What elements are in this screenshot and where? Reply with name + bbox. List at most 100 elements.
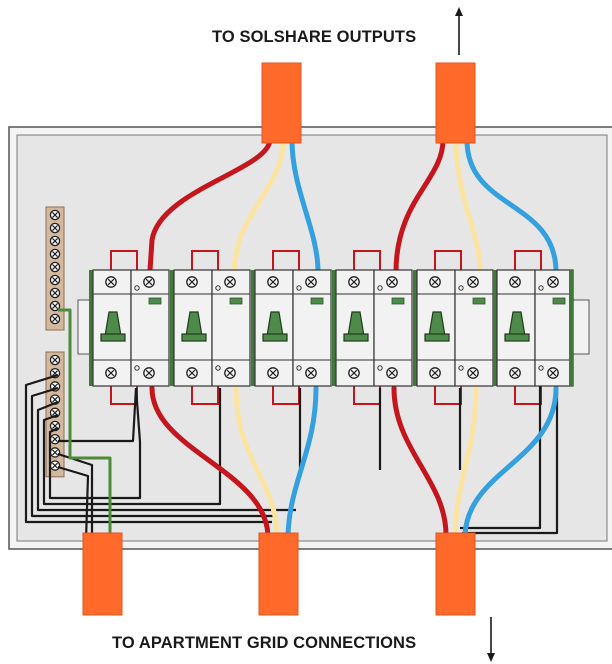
green-earth-wire [58, 308, 112, 540]
breaker-5 [413, 269, 494, 387]
screw-icon [105, 276, 117, 288]
terminal-bar-upper [45, 206, 65, 331]
breaker-pole-right [211, 269, 251, 387]
up-arrow-icon [455, 7, 463, 55]
din-separator [569, 270, 573, 386]
screw-icon [348, 367, 360, 379]
indicator-dot [215, 365, 221, 371]
breaker-2 [170, 269, 251, 387]
din-separator [89, 270, 95, 386]
screw-icon [224, 276, 236, 288]
black-wire [57, 465, 90, 541]
down-arrow-icon [487, 617, 495, 662]
top-jumper-loop [272, 250, 300, 272]
indicator-dot [134, 285, 140, 291]
indicator-dot [215, 285, 221, 291]
screw-icon [267, 367, 279, 379]
din-separator [493, 270, 499, 386]
colored-wire [149, 385, 271, 538]
toggle-base [424, 333, 450, 342]
screw-icon [49, 460, 61, 471]
breaker-pole-right [454, 269, 494, 387]
right-output-conduit [435, 62, 476, 144]
black-earth-wiring [24, 308, 559, 541]
screw-icon [49, 274, 61, 286]
screw-icon [467, 276, 479, 288]
din-separator [413, 270, 419, 386]
indicator-dot [134, 365, 140, 371]
phase-wiring [147, 137, 559, 538]
breaker-pole-right [292, 269, 332, 387]
colored-wire [464, 137, 559, 275]
screw-icon [105, 367, 117, 379]
screw-icon [143, 276, 155, 288]
earth-grid-conduit [82, 532, 123, 616]
colored-wire [233, 385, 280, 538]
black-wire [42, 388, 222, 506]
colored-wire [147, 137, 273, 273]
top-jumper-loop [514, 250, 542, 272]
screw-icon [186, 276, 198, 288]
screw-icon [49, 300, 61, 312]
indicator-dot [458, 365, 464, 371]
screw-icon [49, 433, 61, 445]
indicator-dot [458, 285, 464, 291]
screw-icon [49, 447, 61, 458]
black-wire [24, 373, 272, 524]
colored-wire [391, 385, 449, 538]
screw-icon [305, 367, 317, 379]
top-jumper-loop [353, 250, 381, 272]
screw-icon [467, 367, 479, 379]
status-tab [552, 297, 566, 305]
breaker-6 [493, 269, 574, 387]
indicator-dot [296, 285, 302, 291]
breaker-pole-right [373, 269, 413, 387]
terminal-bar-lower [45, 351, 65, 478]
screw-icon [49, 354, 61, 366]
screw-icon [348, 276, 360, 288]
screw-icon [547, 367, 559, 379]
din-separator [332, 270, 338, 386]
middle-grid-conduit [258, 532, 299, 616]
colored-wire [285, 385, 319, 538]
right-grid-conduit [435, 532, 476, 616]
colored-wire [289, 137, 321, 275]
indicator-dot [296, 365, 302, 371]
status-tab [472, 297, 486, 305]
breaker-1 [89, 269, 170, 387]
screw-icon [49, 209, 61, 221]
screw-icon [49, 261, 61, 273]
black-wire [58, 387, 138, 443]
screw-icon [305, 276, 317, 288]
breaker-pole-right [534, 269, 574, 387]
colored-wire [452, 385, 479, 538]
screw-icon [224, 367, 236, 379]
black-wire [36, 400, 296, 512]
screw-icon [429, 367, 441, 379]
indicator-dot [377, 285, 383, 291]
toggle-base [262, 333, 288, 342]
din-separator [251, 270, 257, 386]
screw-icon [509, 276, 521, 288]
screw-icon [143, 367, 155, 379]
black-wire [462, 386, 559, 535]
toggle-base [100, 333, 126, 342]
black-wire [48, 387, 142, 500]
status-tab [148, 297, 162, 305]
screw-icon [49, 287, 61, 299]
breaker-row [77, 269, 590, 387]
indicator-dot [377, 365, 383, 371]
colored-wire [453, 137, 483, 275]
breaker-4 [332, 269, 413, 387]
screw-icon [509, 367, 521, 379]
screw-icon [386, 276, 398, 288]
colored-wire [393, 137, 446, 275]
top-jumper-loop [110, 250, 138, 272]
colored-wire [231, 137, 286, 275]
top-jumper-loop [191, 250, 219, 272]
top-caption: TO SOLSHARE OUTPUTS [212, 28, 417, 46]
status-tab [229, 297, 243, 305]
indicator-dot [538, 285, 544, 291]
toggle-base [504, 333, 530, 342]
